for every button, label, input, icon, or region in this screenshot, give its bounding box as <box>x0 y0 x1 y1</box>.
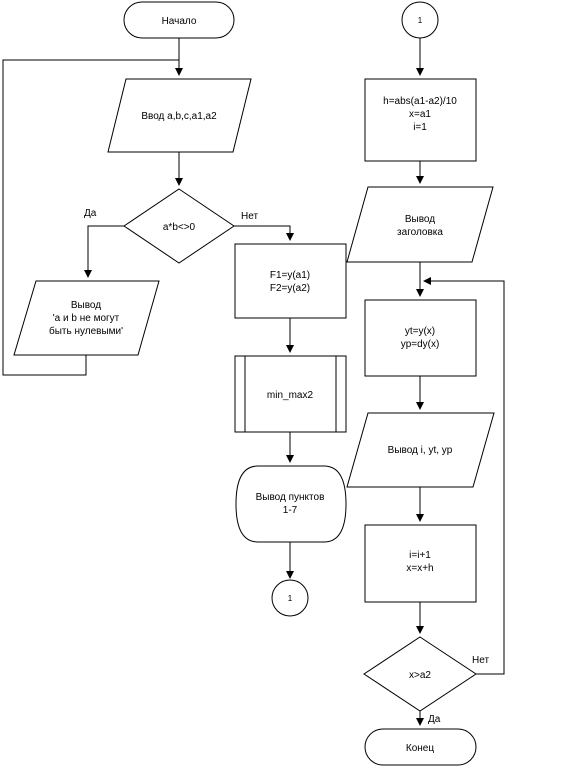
init-line-2: x=a1 <box>409 109 431 120</box>
connector-in-label: 1 <box>418 16 423 25</box>
init-line-1: h=abs(a1-a2)/10 <box>383 96 457 107</box>
display-points-line-2: 1-7 <box>283 505 298 516</box>
increment-line-1: i=i+1 <box>409 550 431 561</box>
increment-line-2: x=x+h <box>406 563 433 574</box>
header-output-line-2: заголовка <box>397 227 443 238</box>
input-block: Ввод a,b,c,a1,a2 <box>107 78 252 153</box>
values-output-label: Вывод i, yt, yp <box>388 445 453 456</box>
edge-error-loopback <box>2 59 179 376</box>
compute-f-block: F1=y(a1) F2=y(a2) <box>234 243 347 319</box>
compute-y-block: yt=y(x) yp=dy(x) <box>364 299 477 377</box>
display-points-line-1: Вывод пунктов <box>256 492 325 503</box>
minmax-subroutine: min_max2 <box>234 355 347 433</box>
input-label: Ввод a,b,c,a1,a2 <box>141 111 217 122</box>
loop-yes-label: Да <box>428 714 441 725</box>
edge-decision-no <box>234 225 294 241</box>
compute-f-line-1: F1=y(a1) <box>270 270 310 281</box>
compute-y-line-2: yp=dy(x) <box>401 339 440 350</box>
error-output-line-1: Вывод <box>71 300 101 311</box>
error-output-line-2: 'a и b не могут <box>53 313 120 324</box>
increment-block: i=i+1 x=x+h <box>364 524 477 603</box>
condition-decision: a*b<>0 <box>123 188 235 264</box>
init-block: h=abs(a1-a2)/10 x=a1 i=1 <box>364 78 477 162</box>
loop-no-label: Нет <box>472 655 489 666</box>
loop-decision: x>a2 <box>363 636 477 712</box>
values-output-block: Вывод i, yt, yp <box>346 412 495 488</box>
end-label: Конец <box>406 743 434 754</box>
connector-out-label: 1 <box>288 594 293 603</box>
error-output-block: Вывод 'a и b не могут быть нулевыми' <box>13 280 160 356</box>
minmax-label: min_max2 <box>267 390 314 401</box>
compute-y-line-1: yt=y(x) <box>405 326 435 337</box>
end-terminator: Конец <box>364 728 477 766</box>
loop-condition-label: x>a2 <box>409 670 431 681</box>
connector-out: 1 <box>271 579 309 617</box>
init-line-3: i=1 <box>413 122 427 133</box>
connector-in: 1 <box>401 1 439 39</box>
compute-f-line-2: F2=y(a2) <box>270 283 310 294</box>
edge-loop-no <box>423 277 505 675</box>
header-output-block: Вывод заголовка <box>346 186 494 263</box>
start-terminator: Начало <box>123 1 235 39</box>
yes-branch-label: Да <box>84 208 97 219</box>
display-points-block: Вывод пунктов 1-7 <box>235 465 347 543</box>
edge-decision-yes <box>84 225 124 278</box>
start-label: Начало <box>162 16 197 27</box>
header-output-line-1: Вывод <box>405 214 435 225</box>
condition-label: a*b<>0 <box>163 222 196 233</box>
error-output-line-3: быть нулевыми' <box>49 325 123 337</box>
no-branch-label: Нет <box>241 211 258 222</box>
